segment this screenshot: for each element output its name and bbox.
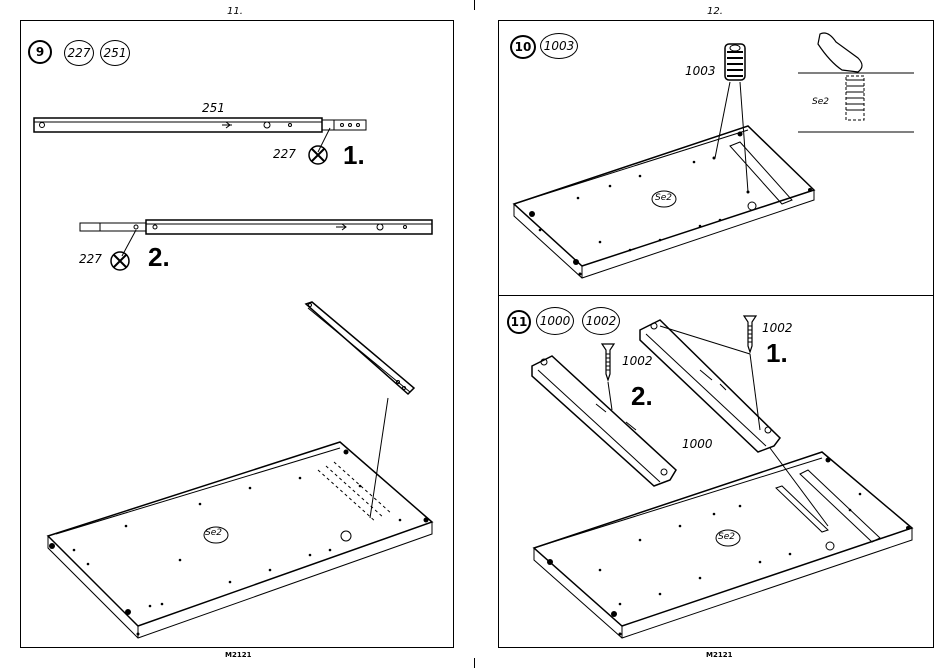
screw-label: 1002: [622, 354, 653, 368]
order-label: 2.: [631, 381, 653, 412]
drawer-runner-1000-right: [640, 320, 780, 452]
order-label: 1.: [766, 338, 788, 369]
panel-label: Se2: [718, 532, 735, 542]
rail-label: 1000: [682, 437, 713, 451]
drawer-runner-1000-left: [532, 356, 676, 486]
screw-label: 1002: [762, 321, 793, 335]
